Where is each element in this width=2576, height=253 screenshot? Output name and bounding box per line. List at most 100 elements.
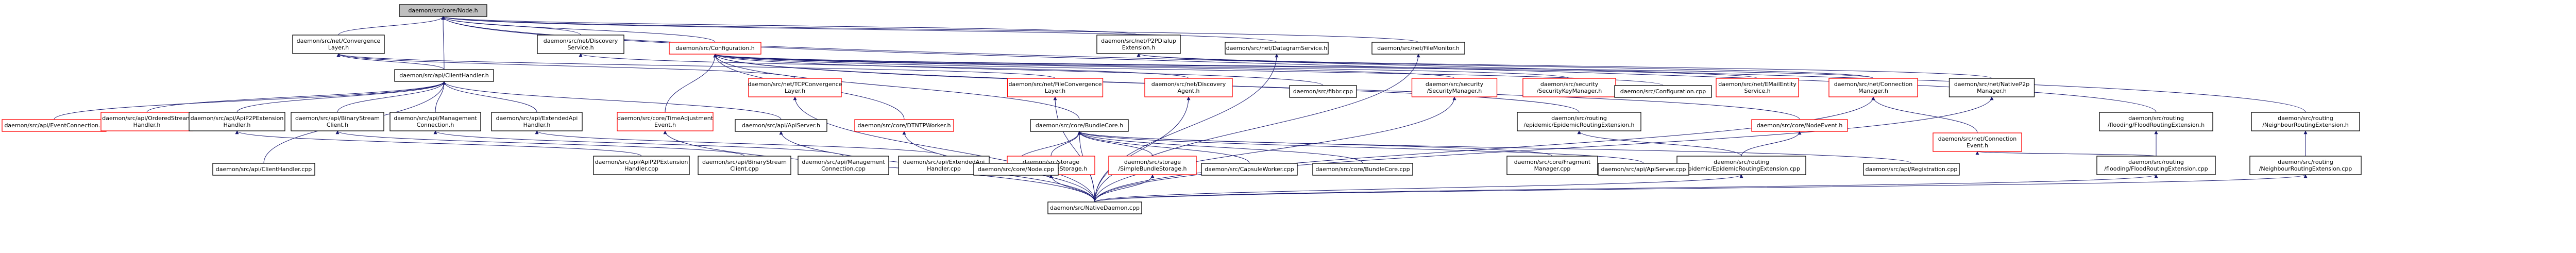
node-label: daemon/src/net/DatagramService.h <box>1226 45 1328 52</box>
dependency-edges <box>54 16 2308 203</box>
dependency-edge <box>235 130 642 157</box>
node-box <box>1522 78 1616 97</box>
graph-node[interactable]: daemon/src/core/DTNTPWorker.h <box>854 119 954 132</box>
dependency-edge <box>1077 131 1363 164</box>
graph-node[interactable]: daemon/src/api/EventConnection.h <box>2 119 107 132</box>
dependency-edge <box>1094 96 1191 203</box>
dependency-edge <box>1094 96 1456 203</box>
graph-node[interactable]: daemon/src/core/NodeEvent.h <box>1751 119 1848 132</box>
dependency-edge <box>1094 96 1875 203</box>
node-label: daemon/src/api/ClientHandler.cpp <box>216 166 312 173</box>
node-label: /flooding/FloodRoutingExtension.h <box>2108 122 2205 128</box>
node-label: daemon/src/api/ClientHandler.h <box>399 72 489 79</box>
node-box <box>669 42 761 55</box>
node-label: Handler.cpp <box>624 165 658 172</box>
node-label: daemon/src/net/Connection <box>1834 81 1912 88</box>
graph-node[interactable]: daemon/src/core/Node.h <box>399 4 487 17</box>
node-box <box>100 112 193 131</box>
node-box <box>1751 119 1848 132</box>
graph-node[interactable]: daemon/src/net/DatagramService.h <box>1225 42 1329 55</box>
node-label: Handler.h <box>133 122 161 128</box>
dependency-edge <box>433 130 844 157</box>
node-label: Event.h <box>654 122 676 128</box>
dependency-edge <box>441 16 716 43</box>
dependency-edge <box>1094 174 1743 203</box>
node-box <box>2099 112 2213 131</box>
node-box <box>1933 132 2022 152</box>
dependency-edge <box>1094 174 2307 203</box>
node-label: daemon/src/Configuration.h <box>675 45 754 52</box>
graph-node[interactable]: daemon/src/Configuration.h <box>669 42 761 55</box>
node-label: Service.h <box>1744 88 1770 94</box>
node-box <box>854 119 954 132</box>
dependency-edge <box>713 54 1570 79</box>
graph-node[interactable]: daemon/src/api/Registration.cpp <box>1863 163 1960 176</box>
node-label: daemon/src/core/BundleCore.h <box>1036 122 1123 129</box>
node-label: daemon/src/core/DTNTPWorker.h <box>858 122 951 129</box>
graph-node[interactable]: daemon/src/routing/epidemic/EpidemicRout… <box>1517 112 1641 131</box>
graph-node[interactable]: daemon/src/fibbr.cpp <box>1289 85 1357 98</box>
node-label: Layer.h <box>785 88 805 94</box>
graph-node[interactable]: daemon/src/routing/NeighbourRoutingExten… <box>2251 112 2360 131</box>
node-label: Connection.h <box>417 122 454 128</box>
graph-node[interactable]: daemon/src/api/ApiServer.cpp <box>1598 163 1689 176</box>
graph-node[interactable]: daemon/src/routing/epidemic/EpidemicRout… <box>1676 156 1806 175</box>
graph-node[interactable]: daemon/src/api/ClientHandler.cpp <box>212 163 315 176</box>
graph-node[interactable]: daemon/src/security/SecurityKeyManager.h <box>1522 78 1616 97</box>
node-label: /NeighbourRoutingExtension.h <box>2262 122 2349 128</box>
graph-node[interactable]: daemon/src/net/FileMonitor.h <box>1371 42 1465 55</box>
graph-node[interactable]: daemon/src/routing/NeighbourRoutingExten… <box>2249 156 2362 175</box>
graph-node[interactable]: daemon/src/security/SecurityManager.h <box>1411 78 1498 97</box>
node-label: daemon/src/security <box>1540 81 1599 88</box>
node-box <box>399 4 487 17</box>
dependency-edge <box>714 54 1758 79</box>
graph-node[interactable]: daemon/src/core/BundleCore.h <box>1030 119 1129 132</box>
graph-node[interactable]: daemon/src/api/ApiServer.h <box>735 119 827 132</box>
graph-node[interactable]: daemon/src/storage/SimpleBundleStorage.h <box>1108 156 1197 175</box>
dependency-edge <box>1094 174 2158 203</box>
node-label: daemon/src/CapsuleWorker.cpp <box>1205 166 1294 173</box>
graph-node[interactable]: daemon/src/Configuration.cpp <box>1614 85 1712 98</box>
graph-node[interactable]: daemon/src/api/ClientHandler.h <box>394 69 494 82</box>
node-label: daemon/src/api/OrderedStream <box>102 115 191 122</box>
node-label: daemon/src/net/Connection <box>1938 136 2016 142</box>
node-label: daemon/src/api/Management <box>394 115 477 122</box>
dependency-edge <box>1137 53 1874 79</box>
node-label: Layer.h <box>1045 88 1065 94</box>
node-box <box>1289 85 1357 98</box>
node-box <box>1007 78 1104 97</box>
graph-node[interactable]: daemon/src/CapsuleWorker.cpp <box>1201 163 1298 176</box>
graph-node[interactable]: daemon/src/core/Node.cpp <box>973 163 1059 176</box>
dependency-edge <box>1137 53 1992 79</box>
dependency-edge <box>338 16 445 36</box>
graph-node[interactable]: daemon/src/routing/flooding/FloodRouting… <box>2096 156 2216 175</box>
graph-node[interactable]: daemon/src/core/BundleCore.cpp <box>1312 163 1413 176</box>
graph-node[interactable]: daemon/src/NativeDaemon.cpp <box>1047 201 1142 214</box>
node-label: Agent.h <box>1177 88 1199 94</box>
node-box <box>798 156 889 175</box>
node-label: daemon/src/api/Registration.cpp <box>1866 166 1958 173</box>
graph-node[interactable]: daemon/src/routing/flooding/FloodRouting… <box>2099 112 2213 131</box>
graph-node[interactable]: daemon/src/api/ApiP2PExtensionHandler.cp… <box>593 156 690 175</box>
node-label: daemon/src/api/ExtendedApi <box>903 159 985 165</box>
